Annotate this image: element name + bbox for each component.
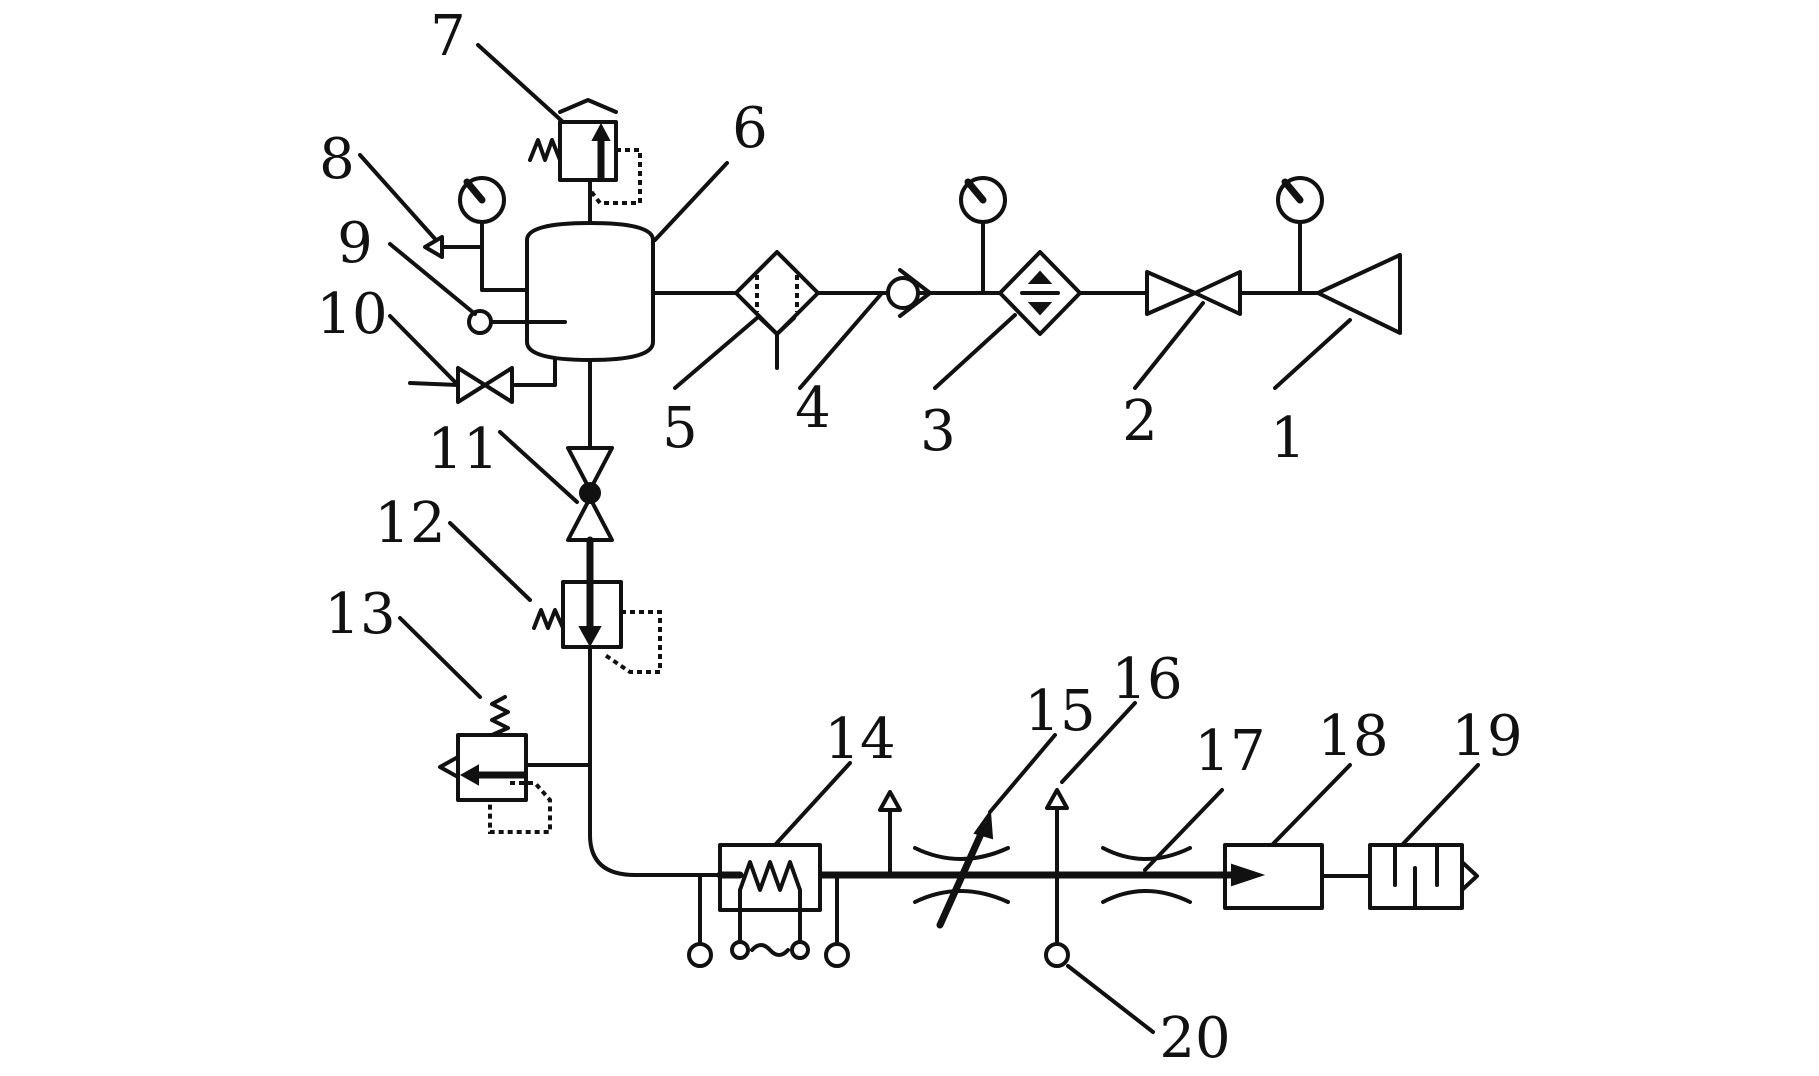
label-7: 7 <box>430 4 466 69</box>
tank-6 <box>525 221 662 362</box>
label-6: 6 <box>732 96 768 161</box>
silencer-19 <box>1368 843 1479 910</box>
label-5: 5 <box>662 396 698 461</box>
label-18: 18 <box>1317 704 1388 769</box>
leader-lines <box>358 43 1480 1034</box>
filter-drain-5 <box>734 250 820 370</box>
label-16: 16 <box>1111 647 1182 712</box>
relief-valve-13 <box>438 695 552 834</box>
component-labels: 1 2 3 4 5 6 7 8 9 10 11 12 13 14 15 16 1… <box>316 4 1522 1071</box>
level-switch-9 <box>467 309 529 335</box>
air-source <box>1298 253 1402 335</box>
branch-line <box>523 645 722 877</box>
tank-gauge <box>458 176 529 292</box>
label-12: 12 <box>374 491 445 556</box>
exhaust-port-8 <box>423 235 484 259</box>
chamber-18 <box>1221 843 1372 910</box>
label-11: 11 <box>427 417 498 482</box>
shutoff-valve-2 <box>1145 270 1242 316</box>
heater-14 <box>687 843 850 968</box>
label-4: 4 <box>795 376 831 441</box>
label-2: 2 <box>1122 389 1158 454</box>
label-10: 10 <box>316 282 387 347</box>
label-19: 19 <box>1451 704 1522 769</box>
label-15: 15 <box>1024 679 1095 744</box>
check-valve-4 <box>886 268 932 318</box>
fixed-throttle-17 <box>1101 846 1192 904</box>
ball-valve-11 <box>566 446 614 542</box>
label-8: 8 <box>319 127 355 192</box>
label-17: 17 <box>1194 719 1265 784</box>
relief-valve-7 <box>528 98 642 225</box>
pressure-reducer-12 <box>532 578 662 674</box>
pressure-tap-16 <box>1044 788 1070 968</box>
label-20: 20 <box>1159 1006 1230 1071</box>
drain-valve-10 <box>408 358 557 404</box>
label-14: 14 <box>824 707 895 772</box>
gauge-3 <box>959 176 1007 295</box>
filter-3 <box>998 250 1082 336</box>
label-1: 1 <box>1270 406 1306 471</box>
adjustable-throttle-15 <box>913 809 1010 929</box>
gauge-1 <box>1276 176 1324 295</box>
label-9: 9 <box>337 211 373 276</box>
exhaust-port-main <box>878 790 902 877</box>
label-13: 13 <box>324 582 395 647</box>
label-3: 3 <box>920 399 956 464</box>
